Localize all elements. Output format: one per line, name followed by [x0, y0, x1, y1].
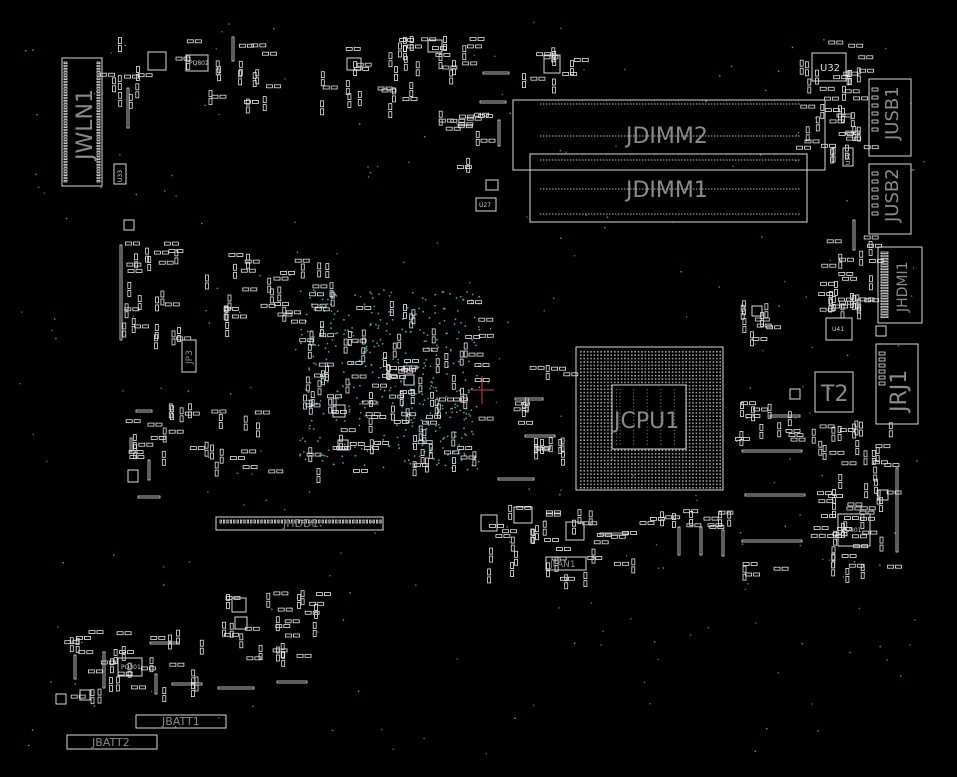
- jdimm2-label: JDIMM2: [624, 124, 708, 149]
- jusb1-label: JUSB1: [882, 86, 903, 141]
- smd-pad-field: [64, 36, 902, 705]
- u36-chip[interactable]: U36: [842, 147, 854, 167]
- jcpu1-label: JCPU1: [612, 409, 679, 434]
- jp3-jumper[interactable]: JP3: [181, 339, 197, 373]
- jrj1-label: JRJ1: [887, 370, 912, 414]
- misc-chips: [55, 39, 889, 705]
- jdimm1-slot[interactable]: JDIMM1: [529, 153, 808, 223]
- pq802-chip[interactable]: PQ802: [185, 54, 209, 72]
- u36-label: U36: [845, 153, 852, 165]
- jhdmi1-label: JHDMI1: [895, 261, 911, 313]
- jhdmi1-connector[interactable]: JHDMI1: [877, 246, 923, 324]
- jbatt1-label: JBATT1: [161, 715, 200, 728]
- jbatt2-label: JBATT2: [91, 736, 130, 749]
- jbatt1-connector[interactable]: JBATT1: [135, 714, 227, 729]
- jusb2-connector[interactable]: JUSB2: [868, 163, 912, 235]
- jp3-label: JP3: [185, 350, 195, 365]
- t2-transformer[interactable]: T2: [814, 371, 854, 413]
- jrj1-connector[interactable]: JRJ1: [875, 343, 919, 425]
- jhdd1-label: JHDD1: [282, 517, 318, 530]
- jwln1-label: JWLN1: [73, 89, 98, 162]
- jwln1-connector[interactable]: JWLN1: [61, 57, 103, 187]
- pu801-label: PU801: [842, 527, 862, 534]
- u41-label: U41: [832, 326, 844, 333]
- jusb2-label: JUSB2: [882, 168, 903, 223]
- u41-chip[interactable]: U41: [825, 317, 853, 341]
- u33-chip[interactable]: U33: [113, 163, 127, 185]
- u27-chip[interactable]: U27: [475, 197, 497, 212]
- pq301-chip[interactable]: PQ301: [117, 657, 143, 677]
- u32-chip[interactable]: U32: [811, 52, 847, 82]
- jusb1-connector[interactable]: JUSB1: [868, 78, 912, 157]
- jhdd1-connector[interactable]: JHDD1: [215, 516, 384, 531]
- jfan1-label: JFAN1: [549, 560, 576, 570]
- jbatt2-connector[interactable]: JBATT2: [66, 734, 158, 750]
- pu801-chip[interactable]: PU801: [837, 513, 871, 547]
- u27-label: U27: [479, 202, 491, 209]
- pq301-label: PQ301: [121, 664, 141, 671]
- jcpu1-socket[interactable]: JCPU1: [575, 346, 724, 491]
- u32-label: U32: [820, 63, 840, 74]
- pq802-label: PQ802: [189, 60, 209, 67]
- jfan1-connector[interactable]: JFAN1: [545, 556, 587, 571]
- crosshair-cursor: [470, 376, 494, 404]
- t2-label: T2: [820, 382, 848, 407]
- jdimm2-slot[interactable]: JDIMM2: [512, 99, 826, 171]
- jdimm1-label: JDIMM1: [624, 178, 708, 203]
- u33-label: U33: [117, 170, 124, 182]
